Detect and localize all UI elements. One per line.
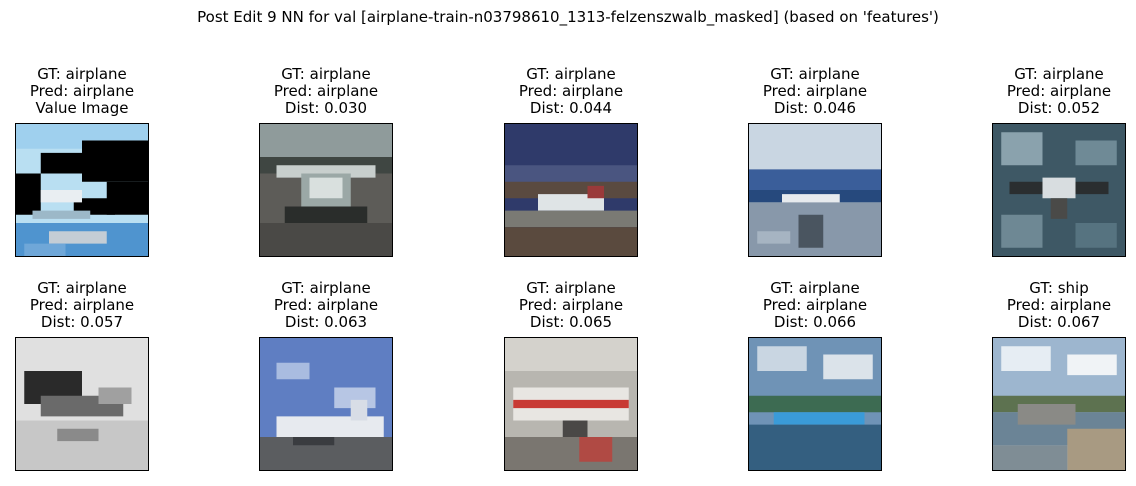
- thumbnail-image: [992, 337, 1126, 471]
- gt-label: GT: airplane: [1014, 65, 1104, 83]
- gt-label: GT: airplane: [526, 279, 616, 297]
- dist-label: Dist: 0.046: [773, 99, 857, 117]
- pred-label: Pred: airplane: [29, 296, 135, 314]
- thumbnail-image: [15, 123, 149, 257]
- pred-label: Pred: airplane: [1006, 82, 1112, 100]
- thumbnail-image: [992, 123, 1126, 257]
- value-image-label: Value Image: [35, 99, 129, 117]
- figure-suptitle: Post Edit 9 NN for val [airplane-train-n…: [197, 8, 939, 26]
- gt-label: GT: airplane: [770, 65, 860, 83]
- pred-label: Pred: airplane: [762, 296, 868, 314]
- gt-label: GT: airplane: [37, 65, 127, 83]
- pred-label: Pred: airplane: [762, 82, 868, 100]
- panel-title: GT: airplane Pred: airplane Dist: 0.057: [2, 280, 162, 331]
- dist-label: Dist: 0.063: [284, 313, 368, 331]
- panel-title: GT: airplane Pred: airplane Dist: 0.065: [491, 280, 651, 331]
- dist-label: Dist: 0.044: [529, 99, 613, 117]
- panel-title: GT: airplane Pred: airplane Dist: 0.046: [735, 66, 895, 117]
- pred-label: Pred: airplane: [518, 82, 624, 100]
- gt-label: GT: ship: [1029, 279, 1089, 297]
- thumbnail-image: [504, 337, 638, 471]
- pred-label: Pred: airplane: [273, 82, 379, 100]
- thumbnail-image: [748, 337, 882, 471]
- pred-label: Pred: airplane: [1006, 296, 1112, 314]
- gt-label: GT: airplane: [770, 279, 860, 297]
- dist-label: Dist: 0.030: [284, 99, 368, 117]
- gt-label: GT: airplane: [281, 65, 371, 83]
- pred-label: Pred: airplane: [518, 296, 624, 314]
- gt-label: GT: airplane: [526, 65, 616, 83]
- panel-title: GT: airplane Pred: airplane Dist: 0.063: [246, 280, 406, 331]
- thumbnail-image: [259, 337, 393, 471]
- gt-label: GT: airplane: [37, 279, 127, 297]
- panel-title: GT: airplane Pred: airplane Dist: 0.044: [491, 66, 651, 117]
- panel-title: GT: airplane Pred: airplane Dist: 0.066: [735, 280, 895, 331]
- thumbnail-image: [259, 123, 393, 257]
- panel-title: GT: airplane Pred: airplane Dist: 0.052: [979, 66, 1136, 117]
- pred-label: Pred: airplane: [29, 82, 135, 100]
- dist-label: Dist: 0.066: [773, 313, 857, 331]
- panel-title: GT: airplane Pred: airplane Dist: 0.030: [246, 66, 406, 117]
- dist-label: Dist: 0.065: [529, 313, 613, 331]
- dist-label: Dist: 0.052: [1017, 99, 1101, 117]
- dist-label: Dist: 0.067: [1017, 313, 1101, 331]
- dist-label: Dist: 0.057: [40, 313, 124, 331]
- gt-label: GT: airplane: [281, 279, 371, 297]
- thumbnail-image: [15, 337, 149, 471]
- thumbnail-image: [504, 123, 638, 257]
- thumbnail-image: [748, 123, 882, 257]
- pred-label: Pred: airplane: [273, 296, 379, 314]
- panel-title: GT: airplane Pred: airplane Value Image: [2, 66, 162, 117]
- panel-title: GT: ship Pred: airplane Dist: 0.067: [979, 280, 1136, 331]
